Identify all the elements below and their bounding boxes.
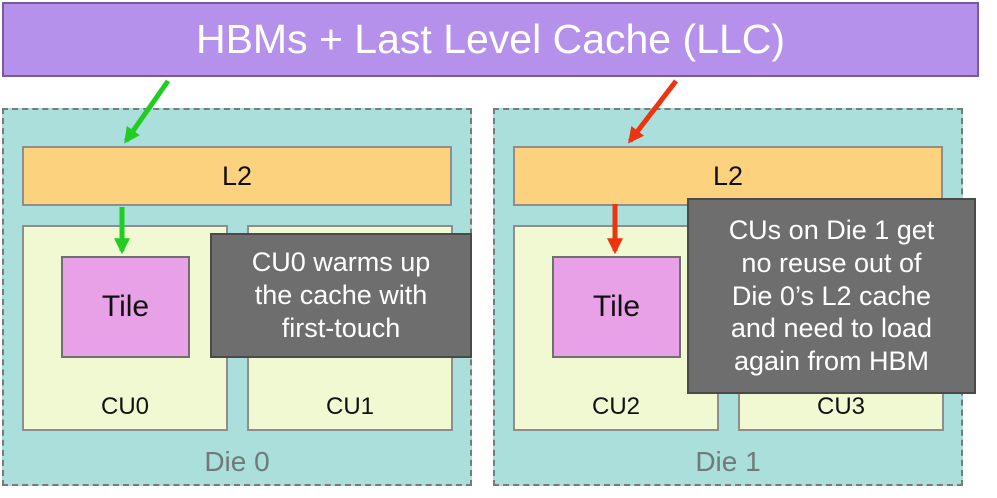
cu2-tile-label: Tile xyxy=(592,290,641,323)
cu0-tile-label: Tile xyxy=(101,290,150,323)
arrow-llc-to-die1-l2 xyxy=(628,79,678,144)
die-0-callout: CU0 warms up the cache with first-touch xyxy=(210,233,472,358)
cu3-label: CU3 xyxy=(816,393,865,420)
cu0-label: CU0 xyxy=(100,393,149,420)
hbm-llc-bar: HBMs + Last Level Cache (LLC) xyxy=(2,2,979,77)
cu1-label: CU1 xyxy=(325,393,374,420)
hbm-llc-label: HBMs + Last Level Cache (LLC) xyxy=(195,16,786,62)
die-1-callout: CUs on Die 1 get no reuse out of Die 0’s… xyxy=(687,198,976,394)
die-1-label: Die 1 xyxy=(695,446,761,477)
die-1-l2-label: L2 xyxy=(712,160,744,191)
cu0-tile: Tile xyxy=(61,256,190,358)
cu2-tile: Tile xyxy=(552,256,681,358)
die-0-l2-cache: L2 xyxy=(22,146,452,206)
die-1-l2-cache: L2 xyxy=(513,146,943,206)
die-0-label: Die 0 xyxy=(204,446,270,477)
die-0-l2-label: L2 xyxy=(221,160,253,191)
arrow-llc-to-die0-l2 xyxy=(123,79,171,144)
cu2-label: CU2 xyxy=(591,393,640,420)
